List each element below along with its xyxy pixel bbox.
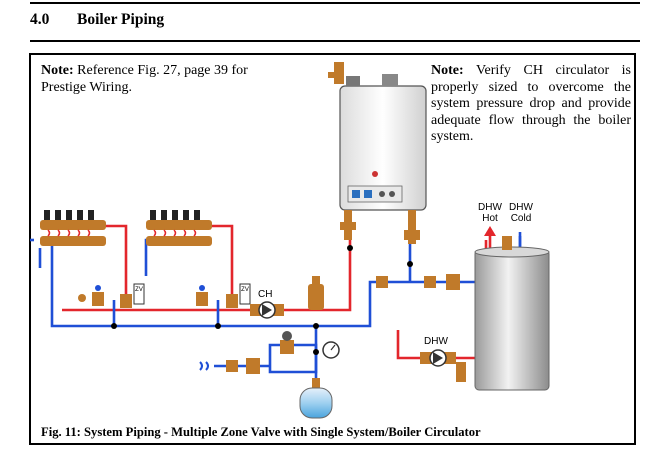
zv1-label: ZV xyxy=(135,287,143,293)
note-left: Note: Reference Fig. 27, page 39 for Pre… xyxy=(41,63,248,95)
section-number: 4.0 xyxy=(30,11,50,28)
section-title: Boiler Piping xyxy=(77,11,165,28)
manifold-left xyxy=(40,210,106,246)
top-rule xyxy=(30,2,640,4)
supply-piping xyxy=(62,224,488,360)
ch-label: CH xyxy=(258,289,273,300)
fill-valve xyxy=(199,331,294,374)
dhw-pump-label: DHW xyxy=(424,336,448,347)
manifold-right xyxy=(146,210,212,246)
dhw-fittings xyxy=(376,274,460,290)
ch-circulator xyxy=(250,301,284,319)
figure-frame xyxy=(29,53,636,445)
dhw-circulator xyxy=(420,349,466,382)
header-rule xyxy=(30,40,640,42)
indirect-water-heater xyxy=(474,236,550,391)
boiler xyxy=(328,62,427,211)
figure-caption: Fig. 11: System Piping - Multiple Zone V… xyxy=(41,425,481,439)
note-right: Note: Verify CH circulator is properly s… xyxy=(431,63,631,144)
air-separator xyxy=(308,276,324,310)
zv2-label: ZV xyxy=(241,287,249,293)
zone-valve-1 xyxy=(78,283,145,308)
boiler-connections xyxy=(340,210,420,244)
pressure-gauge xyxy=(322,341,340,359)
zone-valve-2 xyxy=(196,283,251,308)
expansion-tank xyxy=(299,378,333,419)
junction-dots xyxy=(111,245,413,355)
